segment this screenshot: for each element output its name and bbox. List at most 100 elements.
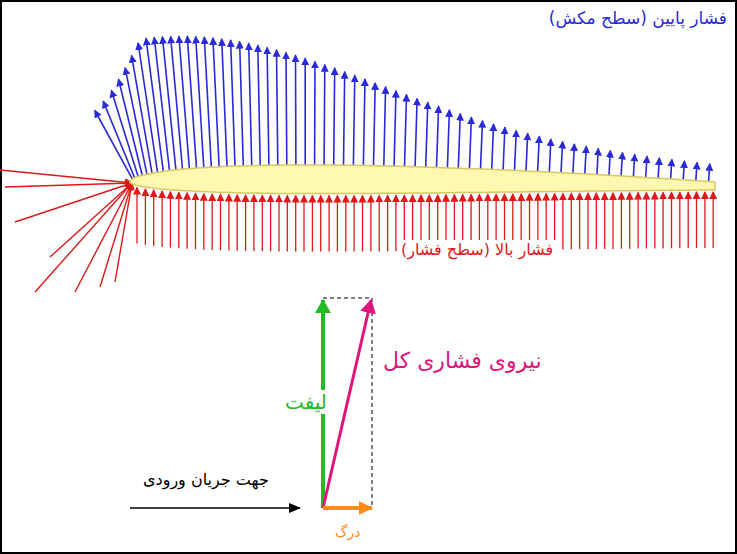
pressure-arrow <box>50 183 132 257</box>
pressure-arrow <box>337 196 338 252</box>
pressure-arrow <box>538 136 540 171</box>
force-rectangle <box>323 298 372 508</box>
pressure-arrow <box>267 47 269 165</box>
flow-label: جهت جریان ورودی <box>140 470 272 489</box>
pressure-arrow <box>178 192 179 248</box>
pressure-arrow <box>228 195 229 251</box>
pressure-arrow <box>629 193 630 249</box>
pressure-arrow <box>621 193 622 249</box>
pressure-arrow <box>658 158 659 178</box>
pressure-arrow <box>503 127 505 170</box>
pressure-arrow <box>212 194 213 250</box>
pressure-arrow <box>186 193 187 249</box>
pressure-arrow <box>458 114 460 169</box>
pressure-arrow <box>637 193 638 249</box>
pressure-arrow <box>213 38 219 167</box>
pressure-arrow <box>683 161 684 180</box>
pressure-arrow <box>679 192 680 248</box>
pressure-arrow <box>0 170 132 183</box>
pressure-arrow <box>153 190 154 246</box>
pressure-arrow <box>262 195 263 251</box>
pressure-arrow <box>633 154 634 176</box>
pressure-arrow <box>387 195 388 251</box>
pressure-arrow <box>334 68 335 165</box>
pressure-arrow <box>353 196 354 252</box>
pressure-arrow <box>312 196 313 252</box>
pressure-arrow <box>696 192 697 248</box>
pressure-arrow <box>437 106 439 167</box>
pressure-arrow <box>146 38 163 171</box>
lift-label: لیفت <box>282 390 330 414</box>
pressure-arrow <box>646 193 647 249</box>
pressure-arrow <box>447 110 449 168</box>
pressure-arrow <box>526 133 528 171</box>
pressure-arrow <box>379 195 380 251</box>
pressure-arrow <box>115 183 132 282</box>
pressure-arrow <box>304 58 306 165</box>
pressure-arrow <box>328 196 329 252</box>
pressure-arrow <box>287 196 288 252</box>
drag-label: درگ <box>332 524 364 541</box>
pressure-arrow <box>604 193 605 249</box>
pressure-arrow <box>179 36 190 169</box>
pressure-arrow <box>295 196 296 252</box>
pressure-label: فشار بالا (سطح فشار) <box>398 240 556 259</box>
pressure-arrow <box>253 195 254 251</box>
total-force-arrow <box>323 300 371 508</box>
pressure-arrow <box>549 139 551 172</box>
flow-arrow <box>130 507 300 509</box>
pressure-arrow <box>704 192 705 248</box>
suction-label: فشار پایین (سطح مکش) <box>549 8 727 28</box>
pressure-arrow <box>561 142 563 173</box>
pressure-arrow <box>249 43 252 165</box>
pressure-arrow <box>145 189 146 245</box>
pressure-arrow <box>415 99 417 167</box>
pressure-arrow <box>515 130 517 170</box>
pressure-arrow <box>345 196 346 252</box>
airfoil <box>130 165 715 194</box>
pressure-arrow <box>426 102 428 167</box>
pressure-arrow <box>579 193 580 249</box>
pressure-arrow <box>320 196 321 252</box>
pressure-arrow <box>492 124 494 170</box>
pressure-arrow <box>395 195 396 251</box>
pressure-arrow <box>95 111 133 179</box>
pressure-arrow <box>370 196 371 252</box>
pressure-arrow <box>596 193 597 249</box>
pressure-arrow <box>196 37 204 168</box>
pressure-arrow <box>303 196 304 252</box>
pressure-arrow <box>662 192 663 248</box>
pressure-arrow <box>585 146 587 174</box>
pressure-arrow <box>481 121 483 169</box>
pressure-arrow <box>405 95 407 167</box>
pressure-arrow <box>671 192 672 248</box>
pressure-arrow <box>220 194 221 250</box>
pressure-arrow <box>709 164 710 182</box>
pressure-arrow <box>696 162 697 180</box>
pressure-arrow <box>314 61 316 165</box>
pressure-arrow <box>5 183 132 187</box>
pressure-arrow <box>363 79 365 166</box>
pressure-arrow <box>597 149 598 175</box>
pressure-arrow <box>245 195 246 251</box>
pressure-arrow <box>258 45 260 165</box>
pressure-arrow <box>573 144 575 173</box>
pressure-arrow <box>353 75 354 165</box>
pressure-arrow <box>295 55 297 165</box>
pressure-arrow <box>654 193 655 249</box>
pressure-arrow <box>384 87 386 166</box>
pressure-arrow <box>688 192 689 248</box>
pressure-arrow <box>195 193 196 249</box>
pressure-arrow <box>162 37 176 170</box>
pressure-arrow <box>671 159 672 179</box>
pressure-arrow <box>587 193 588 249</box>
pressure-arrow <box>136 188 137 244</box>
total-force-label: نیروی فشاری کل <box>380 348 545 374</box>
pressure-arrow <box>237 195 238 251</box>
pressure-arrow <box>187 36 196 168</box>
pressure-arrow <box>394 91 396 167</box>
pressure-arrow <box>562 193 563 249</box>
